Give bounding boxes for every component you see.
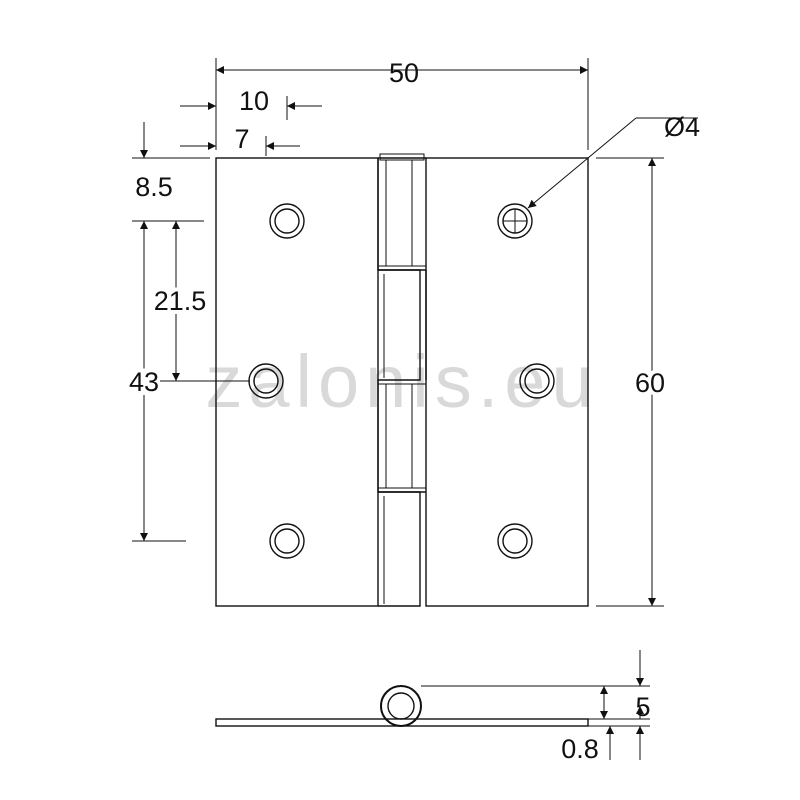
watermark: zalonis.eu: [205, 340, 598, 423]
dim-knuckle-height: 5: [600, 650, 651, 722]
dim-total-height: 60: [596, 157, 669, 607]
hinge-knuckles: [377, 153, 427, 607]
dim-label-10: 10: [239, 86, 269, 116]
dim-label-diameter: Ø4: [664, 112, 700, 142]
dim-label-21-5: 21.5: [154, 286, 207, 316]
hinge-front-view: [215, 153, 589, 607]
dim-label-43: 43: [129, 367, 159, 397]
side-knuckle-inner: [387, 692, 415, 720]
hinge-side-view: [215, 685, 650, 727]
right-leaf: [425, 157, 589, 607]
dim-label-5: 5: [635, 692, 650, 722]
side-knuckle-outer: [380, 685, 422, 727]
dim-leaf-thickness: 0.8: [561, 726, 644, 764]
dim-hole-pitch: 21.5: [150, 221, 250, 382]
dim-label-60: 60: [635, 368, 665, 398]
dim-top-edge: 8.5: [132, 122, 210, 222]
side-leaf: [215, 718, 589, 727]
dim-label-0-8: 0.8: [561, 734, 599, 764]
screw-holes-right: [497, 203, 555, 559]
dim-total-width: 50: [215, 58, 589, 150]
dim-label-7: 7: [234, 124, 249, 154]
dim-hole-offset-10: 10: [180, 86, 322, 120]
dim-label-50: 50: [389, 58, 419, 88]
dim-hole-diameter: Ø4: [527, 112, 700, 209]
screw-holes-left: [248, 203, 305, 559]
dim-hole-span: 43: [125, 221, 186, 542]
dim-hole-offset-7: 7: [180, 124, 300, 156]
dim-label-8-5: 8.5: [135, 172, 173, 202]
